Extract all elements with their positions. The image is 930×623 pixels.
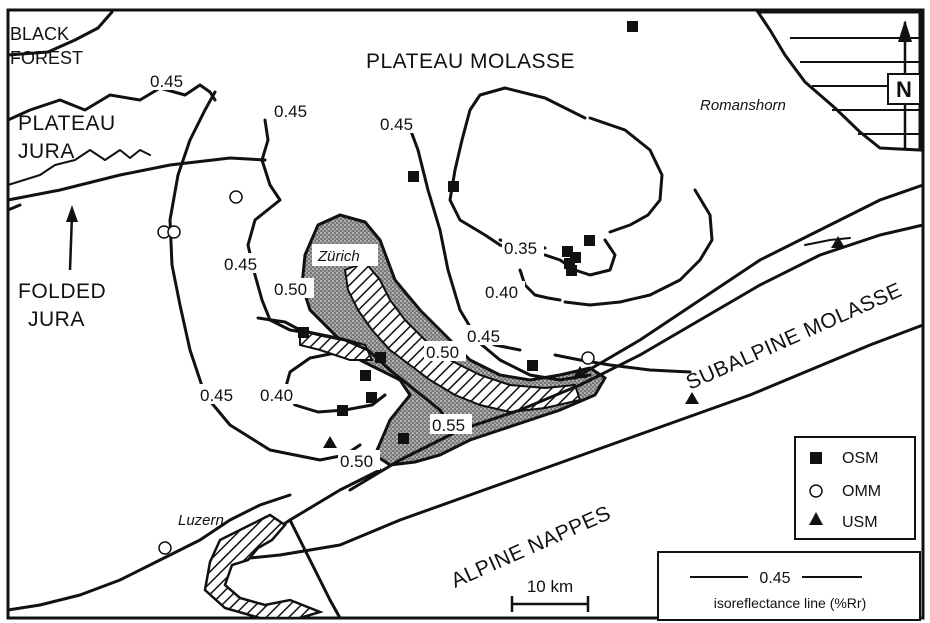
usm-sites (323, 236, 845, 448)
region-folded-jura-2: JURA (28, 308, 85, 331)
isoline-labels: 0.45 0.45 0.45 0.45 0.45 0.45 0.35 0.40 … (148, 70, 544, 471)
region-plateau-jura-2: JURA (18, 140, 75, 163)
legend-usm: USM (842, 514, 878, 531)
circle-marker-icon (809, 484, 823, 498)
isoline-legend-box (657, 551, 921, 621)
scale-bar-label: 10 km (527, 577, 573, 596)
isoline-label: 0.45 (467, 327, 500, 346)
legend-omm: OMM (842, 483, 881, 500)
scale-bar (510, 596, 590, 612)
region-black-forest-1: BLACK (10, 24, 69, 44)
map-frame (6, 8, 925, 620)
isoline-label: 0.55 (432, 416, 465, 435)
folded-jura-pointer (68, 214, 74, 271)
osm-sites (298, 21, 638, 444)
omm-sites (157, 190, 595, 555)
isoline-label: 0.45 (380, 115, 413, 134)
isoline-label: 0.45 (224, 255, 257, 274)
isoline-legend-caption: isoreflectance line (%Rr) (714, 595, 867, 611)
north-label: N (896, 77, 912, 102)
region-plateau-molasse: PLATEAU MOLASSE (366, 50, 575, 73)
town-romanshorn: Romanshorn (700, 97, 786, 114)
town-luzern: Luzern (178, 512, 224, 529)
isoline-label: 0.50 (426, 343, 459, 362)
isoline-label: 0.50 (274, 280, 307, 299)
isoline-label: 0.45 (200, 386, 233, 405)
isoline-label: 0.40 (485, 283, 518, 302)
black-forest-boundary (6, 10, 114, 57)
region-black-forest-2: FOREST (10, 48, 83, 68)
isoline-label: 0.40 (260, 386, 293, 405)
subalpine-northern-boundary (348, 223, 925, 492)
lake-lucerne (203, 513, 324, 620)
isoline-legend-value: 0.45 (759, 570, 790, 587)
isoline-label: 0.35 (504, 239, 537, 258)
triangle-marker-icon (809, 512, 823, 525)
isoline-label: 0.45 (150, 72, 183, 91)
region-folded-jura-1: FOLDED (18, 280, 106, 303)
town-zurich: Zürich (317, 248, 360, 265)
zurich-anomaly-zone (299, 213, 608, 467)
legend-osm: OSM (842, 450, 878, 467)
alpine-nappes-boundary (6, 493, 292, 612)
region-plateau-jura-1: PLATEAU (18, 112, 116, 135)
square-marker-icon (810, 452, 822, 464)
lake-constance (755, 10, 922, 152)
isoline-label: 0.45 (274, 102, 307, 121)
isoline-label: 0.50 (340, 452, 373, 471)
north-arrow-icon (887, 20, 921, 150)
